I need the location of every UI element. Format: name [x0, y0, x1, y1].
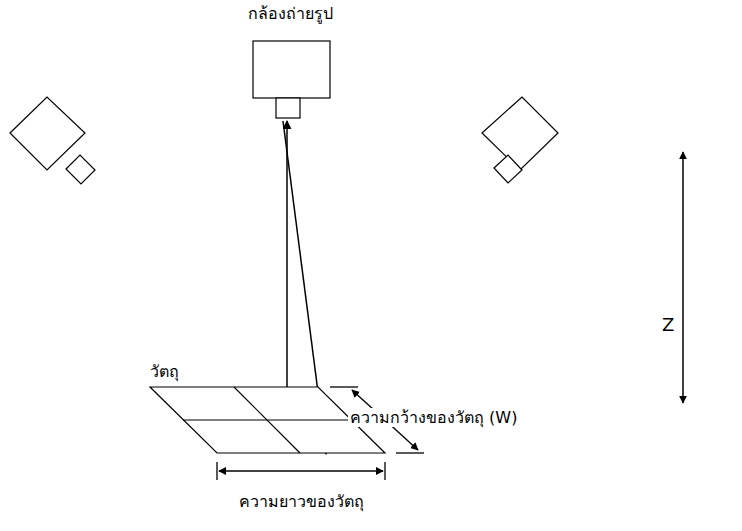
- view-ray: [286, 121, 288, 433]
- side-camera: [10, 97, 95, 184]
- z-dimension: [682, 152, 684, 403]
- node-label: กล้องถ่ายรูป: [246, 4, 335, 23]
- camera: กล้องถ่ายรูป: [245, 4, 335, 122]
- dimension-label: ความกว้างของวัตถุ (W): [348, 408, 519, 427]
- length-dimension: [217, 462, 385, 480]
- dimension-label: ความยาวของวัตถุ: [237, 492, 366, 511]
- dimension-symbol: Z: [660, 314, 676, 336]
- node-label: วัตถุ: [148, 362, 181, 381]
- side-camera: [482, 97, 558, 183]
